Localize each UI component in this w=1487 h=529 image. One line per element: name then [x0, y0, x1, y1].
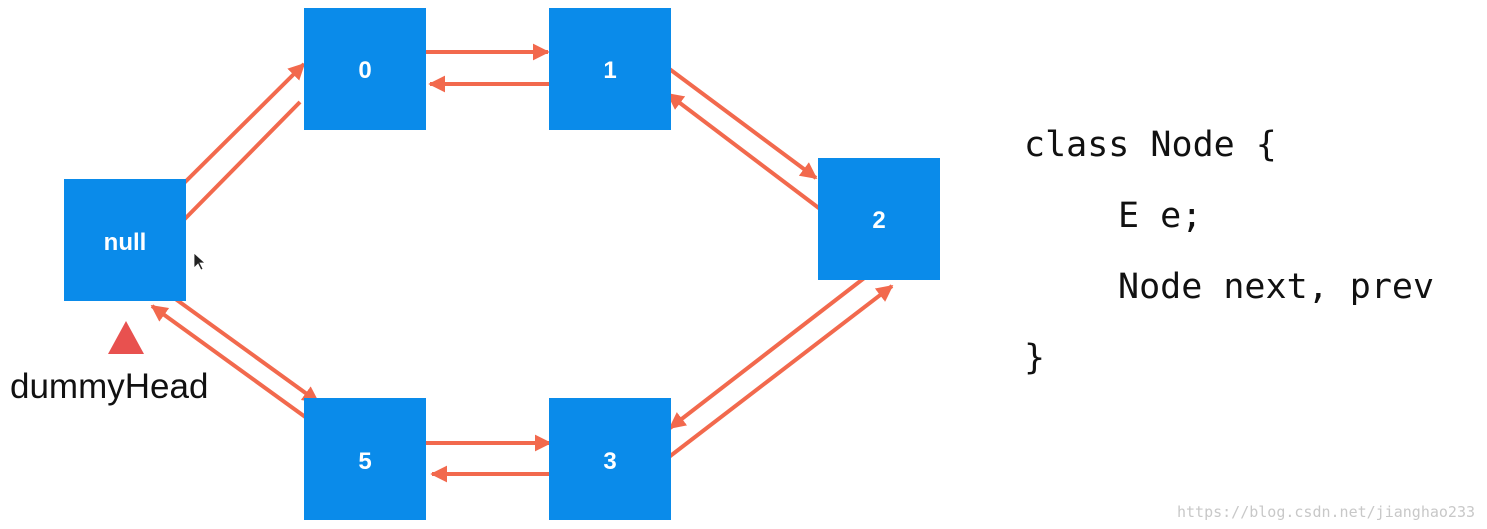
code-line-field-e: E e; [1118, 196, 1203, 236]
node-label: 2 [872, 207, 885, 234]
node-label: 3 [603, 448, 616, 475]
node-5: 5 [304, 398, 426, 520]
arrow-null-to-0 [165, 62, 306, 202]
node-label: null [104, 229, 147, 256]
arrow-3-to-2 [650, 284, 894, 472]
node-label: 5 [358, 448, 371, 475]
code-line-field-next-prev: Node next, prev [1118, 267, 1435, 307]
linked-list-diagram: null 0 1 2 3 5 dummyHead [10, 8, 940, 520]
node-1: 1 [549, 8, 671, 130]
code-line-close: } [1024, 338, 1046, 378]
node-label: 0 [358, 57, 371, 84]
node-null: null [64, 179, 186, 301]
arrow-1-to-2 [650, 54, 818, 180]
code-block: class Node { E e; Node next, prev } [1024, 110, 1434, 394]
head-marker-triangle [108, 321, 144, 354]
node-3: 3 [549, 398, 671, 520]
dummy-head-label: dummyHead [10, 367, 208, 406]
arrow-0-to-null [166, 100, 302, 238]
arrow-null-to-5 [150, 280, 320, 404]
arrows [150, 43, 894, 483]
arrow-5-to-null [150, 304, 328, 434]
node-2: 2 [818, 158, 940, 280]
cursor-icon [193, 252, 207, 271]
arrow-2-to-3 [668, 270, 874, 430]
node-label: 1 [603, 57, 616, 84]
watermark: https://blog.csdn.net/jianghao233 [1176, 503, 1475, 521]
arrow-2-to-1 [666, 92, 834, 220]
code-line-class: class Node { [1024, 125, 1277, 165]
node-0: 0 [304, 8, 426, 130]
